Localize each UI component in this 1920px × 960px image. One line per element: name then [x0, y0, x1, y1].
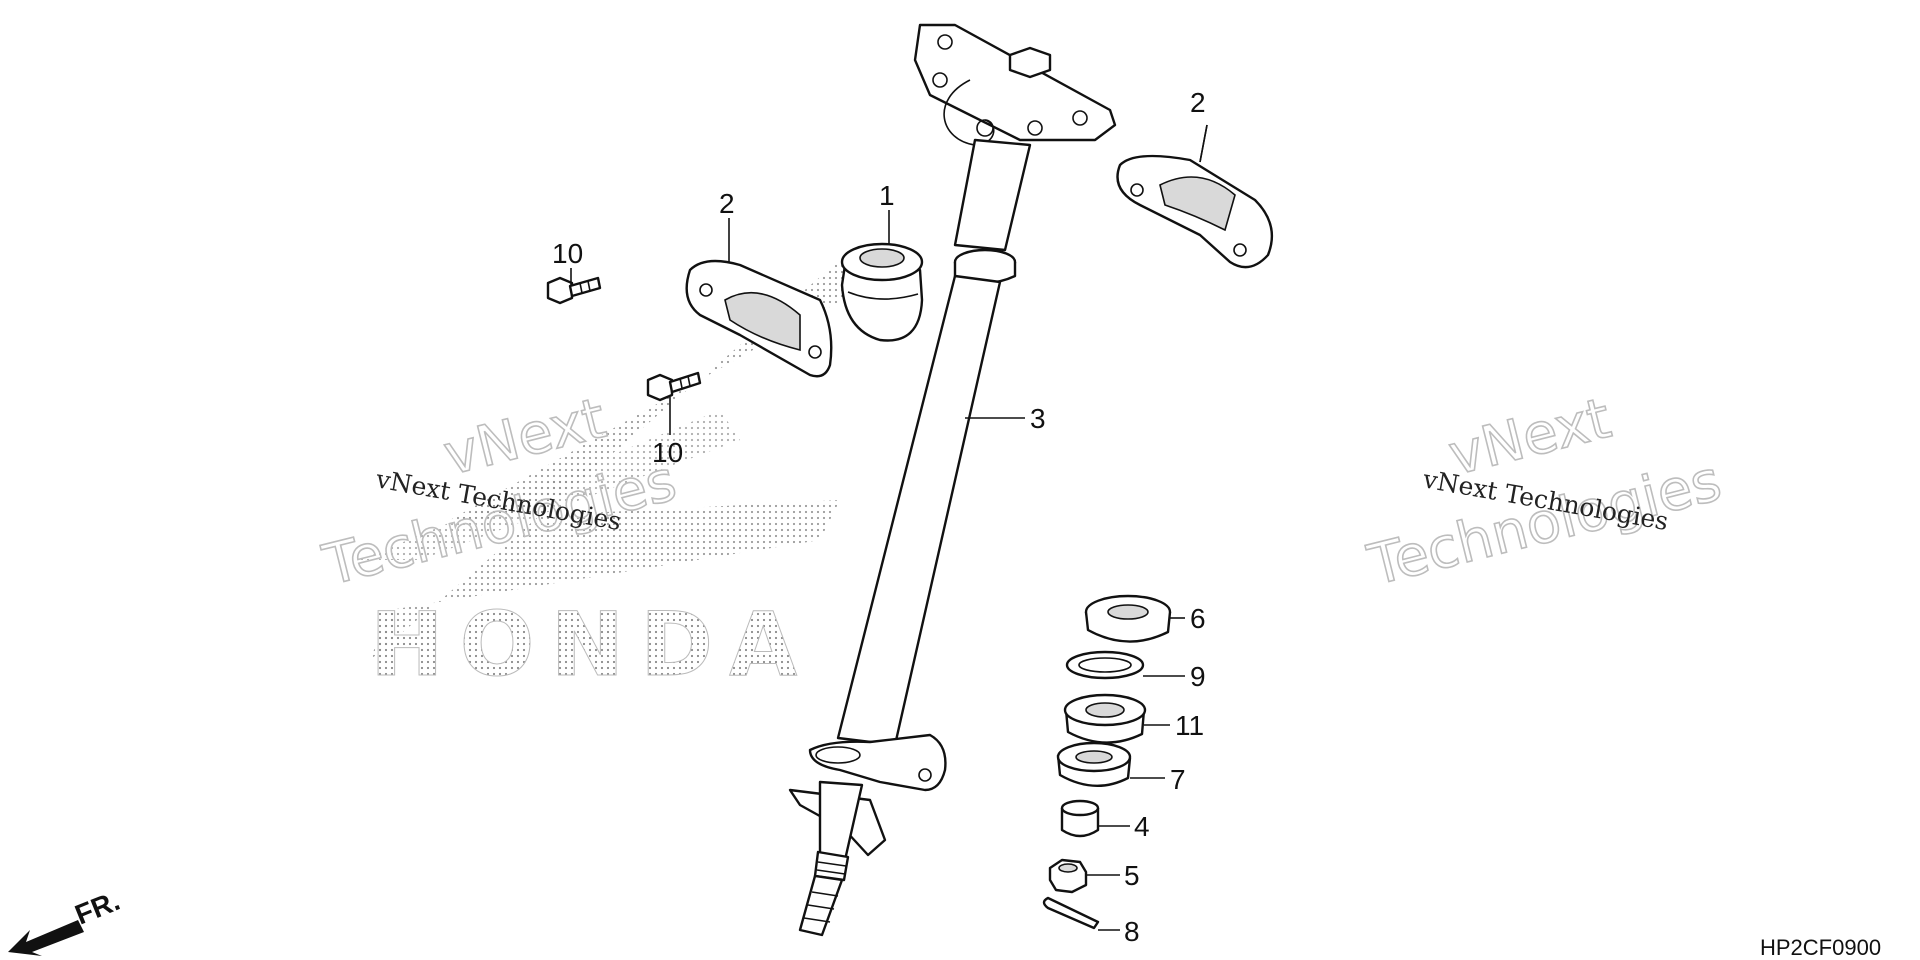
callout-5: 5: [1124, 860, 1140, 891]
part-ring: [1065, 650, 1145, 680]
callout-11: 11: [1175, 710, 1204, 741]
part-bearing-lower: [1063, 693, 1147, 744]
callout-6: 6: [1190, 603, 1206, 634]
callout-7: 7: [1170, 764, 1186, 795]
part-seal: [1056, 741, 1132, 788]
callout-10-upper: 10: [552, 238, 583, 269]
front-direction-indicator: FR.: [8, 885, 124, 956]
part-nut: [1048, 858, 1088, 894]
part-bearing: [1084, 594, 1172, 643]
honda-logo-text: HONDA: [370, 593, 813, 696]
part-collar: [1060, 799, 1100, 838]
part-bolt-upper: [546, 276, 602, 305]
front-label: FR.: [71, 885, 124, 931]
callout-1: 1: [879, 180, 895, 211]
callout-2-right: 2: [1190, 87, 1206, 118]
part-bushing: [840, 242, 924, 342]
part-cotter-pin: [1042, 896, 1100, 930]
callout-2-left: 2: [719, 188, 735, 219]
part-steering-shaft: [788, 23, 1117, 937]
front-arrow-icon: [8, 920, 84, 956]
watermark-outline-technologies: Technologies: [1362, 448, 1728, 598]
callout-4: 4: [1134, 811, 1150, 842]
callout-10-lower: 10: [652, 437, 683, 468]
part-bolt-lower: [646, 371, 702, 402]
callouts: 1 2 2 3 4 5 6 7 8 9 10 10 11: [552, 87, 1206, 947]
leader-lines: [570, 124, 1208, 931]
watermark-right: vNext Technologies vNext Technologies: [1361, 385, 1728, 599]
part-holder-left: [685, 259, 833, 378]
part-holder-right: [1116, 154, 1273, 269]
callout-8: 8: [1124, 916, 1140, 947]
diagram-code: HP2CF0900: [1760, 935, 1881, 960]
callout-9: 9: [1190, 661, 1206, 692]
callout-3: 3: [1030, 403, 1046, 434]
honda-logo-watermark: HONDA: [360, 260, 860, 697]
